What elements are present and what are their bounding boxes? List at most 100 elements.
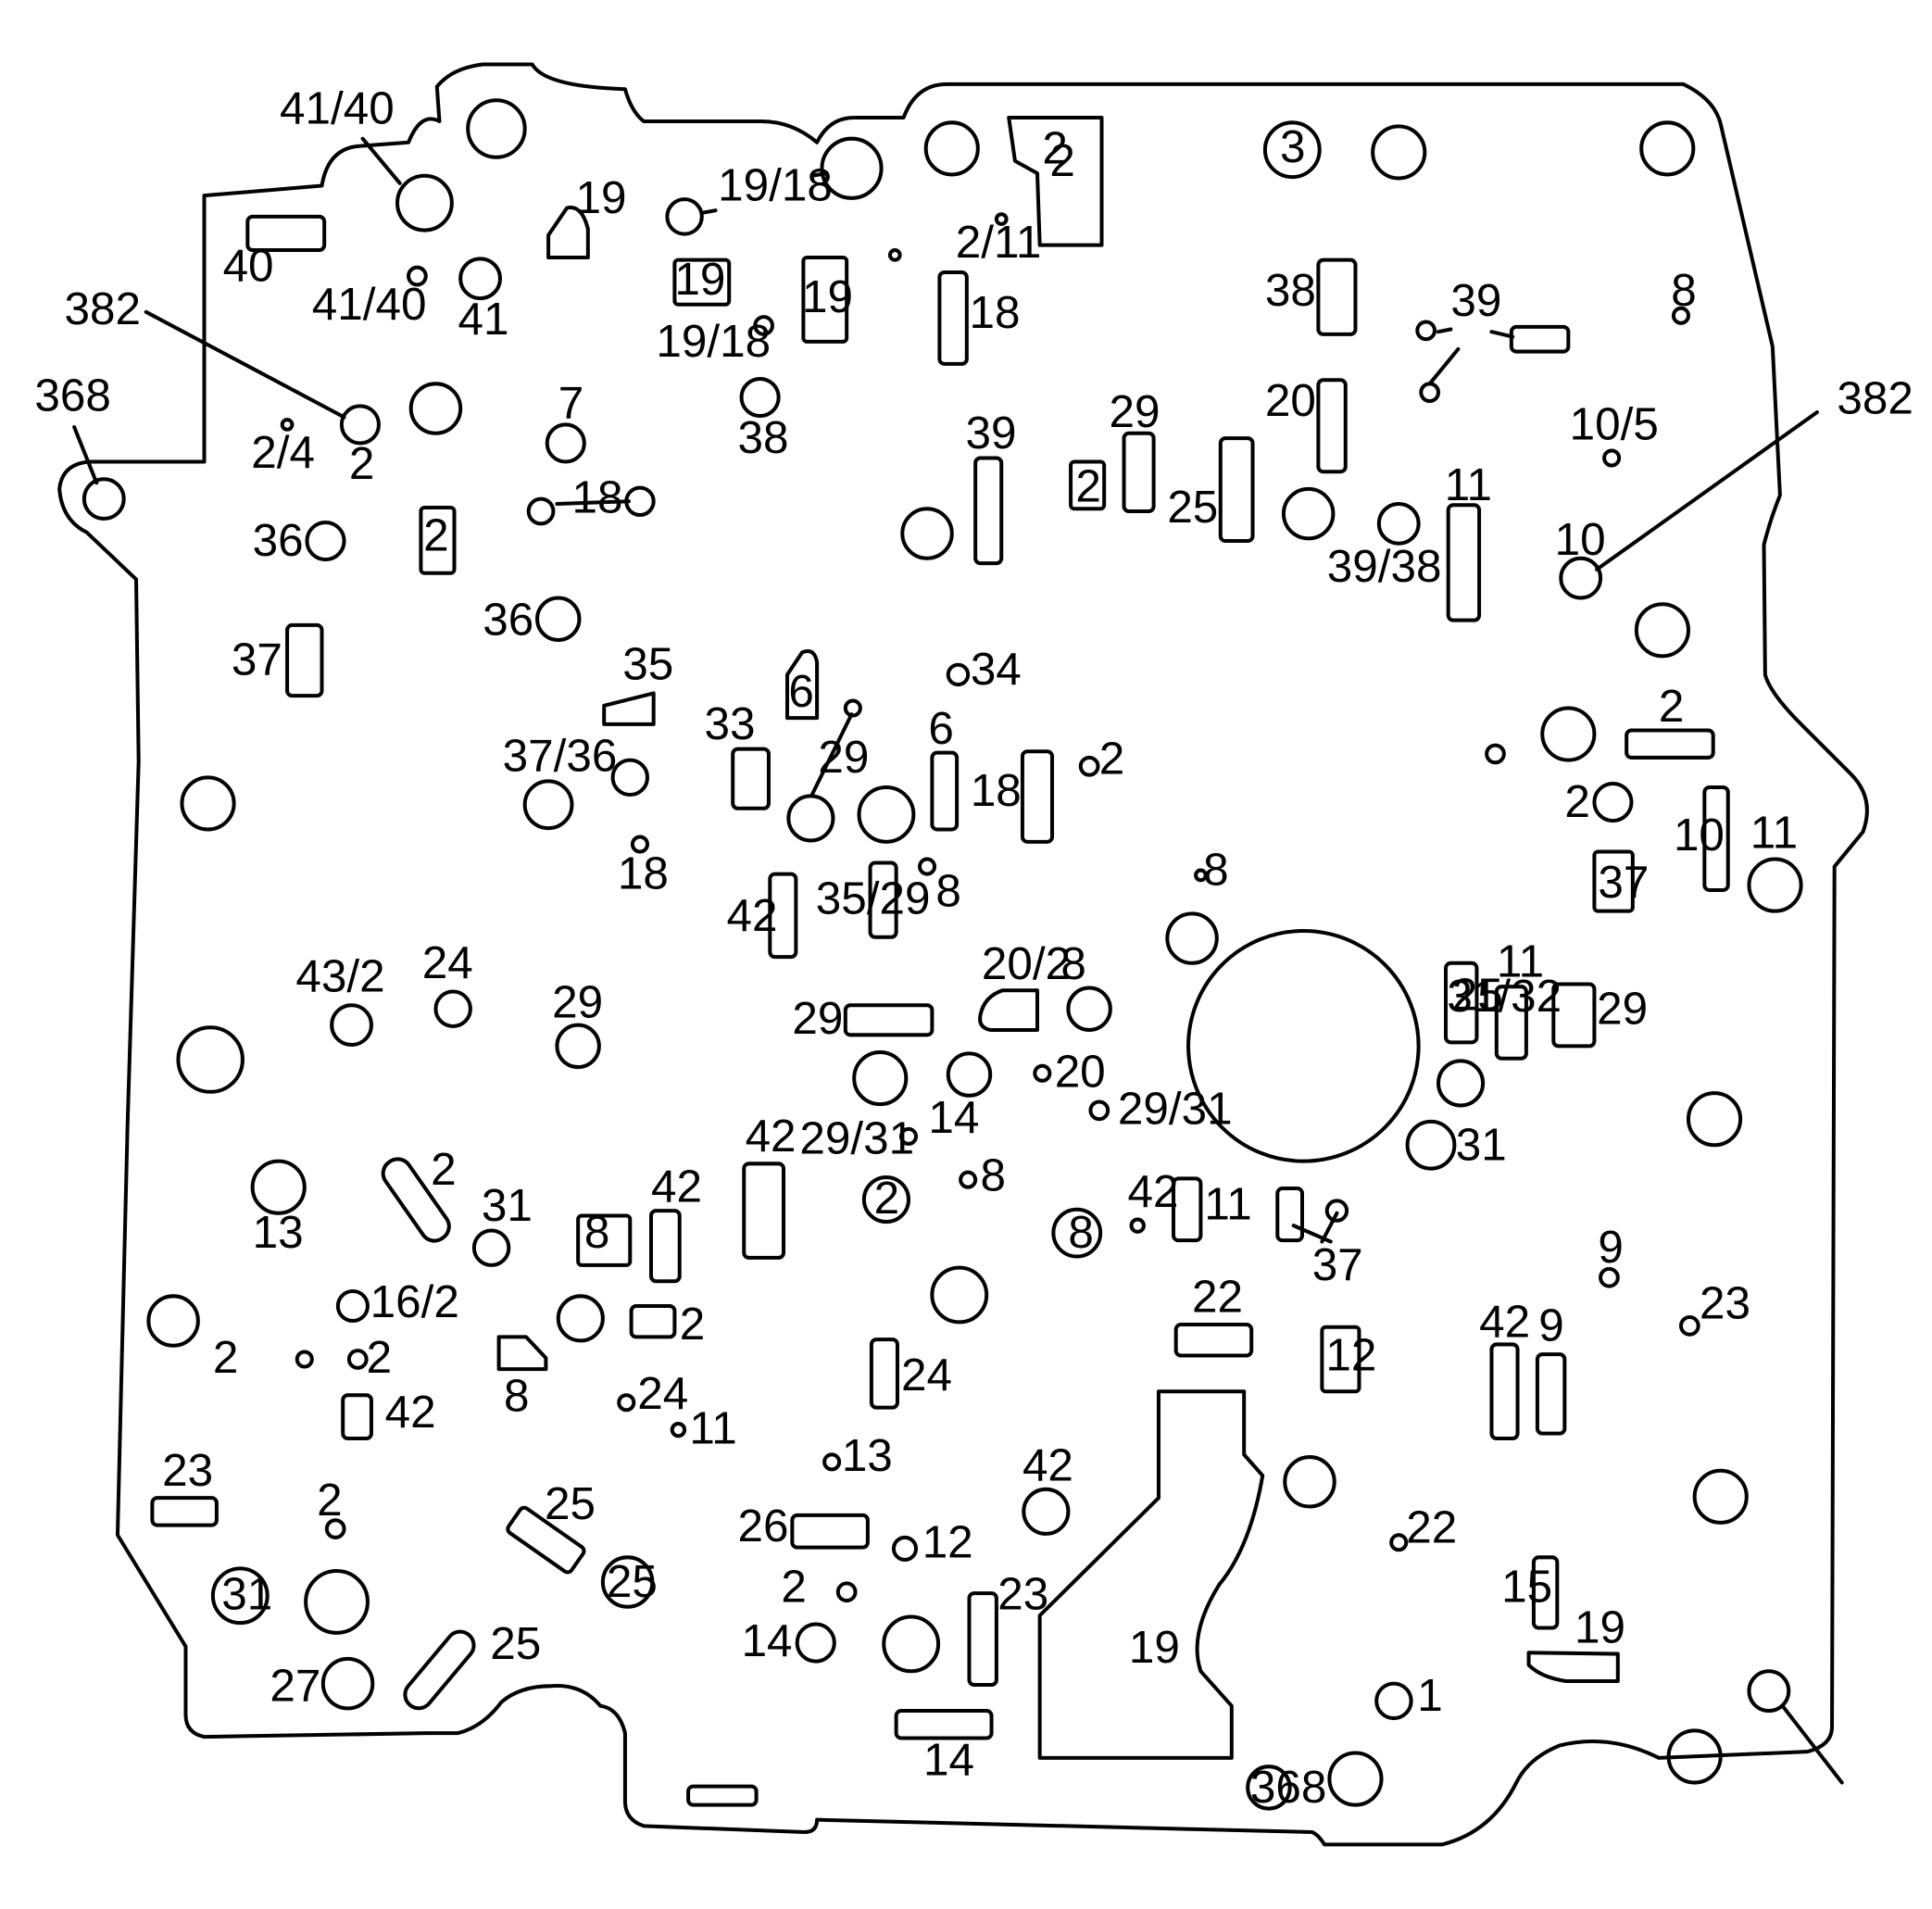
callout-label: 8 bbox=[1068, 1207, 1094, 1258]
callout-label: 10 bbox=[1555, 514, 1606, 565]
callout-label: 13 bbox=[842, 1430, 893, 1481]
callout-label: 10 bbox=[1674, 810, 1725, 860]
callout-label: 35 bbox=[622, 639, 673, 690]
callout-label: 382 bbox=[64, 283, 140, 334]
callout-label: 19/18 bbox=[656, 316, 771, 367]
callout-label: 2 bbox=[317, 1475, 343, 1526]
callout-label: 368 bbox=[34, 370, 110, 421]
callout-label: 2 bbox=[1659, 681, 1685, 732]
callout-label: 2 bbox=[367, 1332, 393, 1383]
callout-label: 40 bbox=[223, 240, 274, 291]
callout-label: 35/29 bbox=[816, 873, 931, 923]
callout-label: 29 bbox=[552, 977, 603, 1028]
callout-label: 36 bbox=[483, 595, 533, 646]
callout-label: 20/2 bbox=[982, 938, 1071, 989]
callout-label: 2 bbox=[1042, 122, 1068, 173]
callout-label: 2 bbox=[423, 510, 449, 561]
callout-label: 11 bbox=[689, 1402, 736, 1453]
callout-label: 2/4 bbox=[251, 427, 315, 478]
callout-label: 9 bbox=[1538, 1300, 1564, 1350]
callout-label: 41 bbox=[458, 294, 509, 345]
shaped-openings bbox=[381, 115, 1620, 1760]
callout-label: 19 bbox=[575, 172, 626, 223]
callout-label: 11 bbox=[1445, 459, 1492, 510]
callout-label: 2 bbox=[781, 1561, 806, 1612]
large-holes bbox=[146, 98, 1803, 1807]
callout-label: 37 bbox=[232, 634, 282, 684]
callout-label: 29 bbox=[1597, 983, 1648, 1034]
small-holes bbox=[280, 212, 1700, 1603]
callout-label: 42 bbox=[727, 890, 778, 941]
callout-label: 24 bbox=[901, 1350, 952, 1400]
callout-label: 41/40 bbox=[280, 83, 395, 134]
callout-label: 8 bbox=[1671, 265, 1697, 316]
callout-label: 37/36 bbox=[503, 731, 618, 782]
plate-outline bbox=[57, 62, 1869, 1847]
callout-label: 12 bbox=[1325, 1330, 1376, 1381]
callout-label: 27 bbox=[270, 1660, 320, 1711]
callout-label: 2 bbox=[1075, 460, 1101, 511]
callout-label: 38 bbox=[738, 412, 789, 463]
callout-label: 26 bbox=[738, 1501, 789, 1551]
callout-label: 19 bbox=[1129, 1622, 1180, 1673]
callout-label: 23 bbox=[1700, 1277, 1750, 1328]
callout-label: 22 bbox=[1192, 1272, 1243, 1323]
callout-label: 20 bbox=[1265, 375, 1316, 426]
callout-label: 38 bbox=[1265, 265, 1316, 316]
callout-label: 36 bbox=[253, 515, 304, 566]
callout-label: 39/38 bbox=[1327, 541, 1442, 592]
callout-label: 37 bbox=[1312, 1239, 1363, 1290]
callout-label: 2 bbox=[1564, 776, 1590, 827]
callout-label: 43/2 bbox=[295, 951, 384, 1002]
callout-label: 2 bbox=[349, 438, 375, 489]
callout-label: 1 bbox=[1417, 1670, 1443, 1721]
callout-label: 29 bbox=[1110, 386, 1160, 437]
slots bbox=[150, 214, 1730, 1807]
main-bore-circle bbox=[1186, 929, 1421, 1163]
callout-label: 19 bbox=[674, 254, 725, 305]
callout-label: 7 bbox=[558, 378, 584, 429]
callout-label: 8 bbox=[504, 1371, 530, 1422]
callout-label: 2 bbox=[431, 1144, 457, 1195]
callout-label: 12 bbox=[922, 1516, 973, 1567]
callout-label: 14 bbox=[928, 1092, 979, 1143]
callout-label: 8 bbox=[1060, 938, 1086, 989]
callout-label: 15 bbox=[1501, 1561, 1552, 1612]
callout-label: 19/18 bbox=[718, 160, 833, 211]
callout-label: 25 bbox=[490, 1618, 541, 1669]
callout-label: 42 bbox=[1479, 1296, 1530, 1347]
callout-label: 10/5 bbox=[1570, 398, 1659, 449]
callout-label: 25 bbox=[607, 1556, 658, 1607]
callout-label: 31 bbox=[1456, 1119, 1507, 1170]
callout-label: 2 bbox=[213, 1332, 238, 1383]
callout-label: 29 bbox=[818, 732, 869, 783]
callout-label: 16/2 bbox=[370, 1276, 459, 1327]
callout-label: 2 bbox=[1049, 135, 1075, 186]
callout-label: 14 bbox=[923, 1735, 974, 1786]
callout-label: 19 bbox=[1574, 1602, 1625, 1653]
callout-label: 11 bbox=[1204, 1178, 1251, 1229]
callout-label: 8 bbox=[981, 1150, 1007, 1201]
callout-label: 18 bbox=[571, 471, 622, 522]
callout-label: 29/31 bbox=[799, 1113, 914, 1164]
callout-label: 39 bbox=[1450, 275, 1501, 326]
callout-label: 23 bbox=[162, 1445, 213, 1496]
callout-label: 42 bbox=[746, 1111, 797, 1162]
callout-label: 42 bbox=[1128, 1166, 1179, 1217]
callout-label: 24 bbox=[637, 1368, 688, 1419]
callout-label: 25 bbox=[1452, 970, 1503, 1021]
callout-label: 37 bbox=[1598, 857, 1649, 908]
circled-labels bbox=[210, 120, 1322, 1811]
medium-holes bbox=[82, 197, 1791, 1721]
callout-label: 18 bbox=[969, 287, 1020, 338]
callout-label: 8 bbox=[935, 865, 961, 916]
callout-label: 31/32 bbox=[1447, 971, 1562, 1022]
callout-label: 9 bbox=[1598, 1222, 1624, 1273]
callout-label: 2 bbox=[680, 1299, 706, 1350]
callout-label: 11 bbox=[1750, 808, 1798, 859]
callout-label: 31 bbox=[482, 1180, 533, 1231]
callout-label: 8 bbox=[1203, 845, 1229, 896]
callout-label: 25 bbox=[545, 1478, 596, 1529]
